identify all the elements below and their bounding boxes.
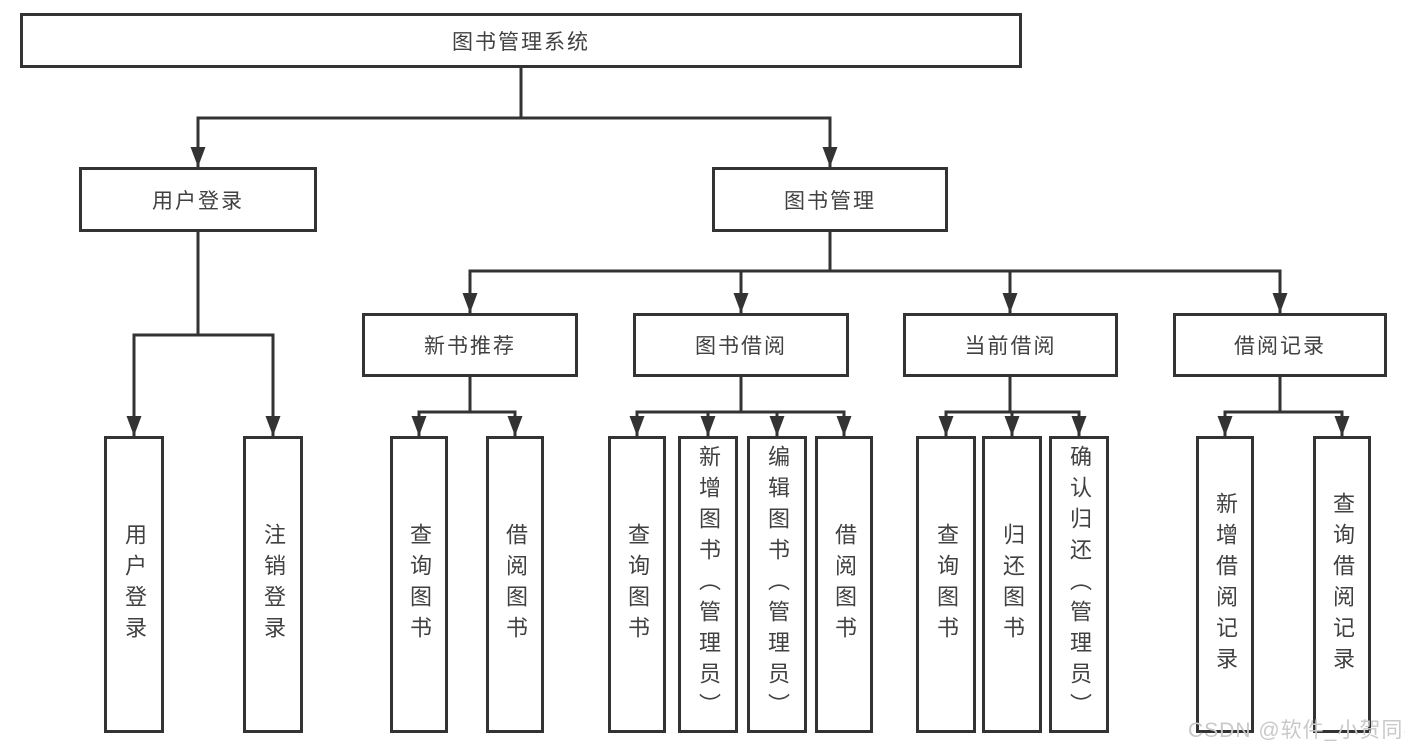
leaf-query-borrow-record: 查询借阅记录 bbox=[1313, 436, 1371, 733]
node-label: 新书推荐 bbox=[424, 335, 516, 358]
node-current-borrowing: 当前借阅 bbox=[903, 313, 1118, 377]
node-user-login: 用户登录 bbox=[79, 167, 317, 232]
leaf-borrow-books-recommend: 借阅图书 bbox=[486, 436, 544, 733]
leaf-label: 归还图书 bbox=[1000, 522, 1025, 647]
node-borrowing-records: 借阅记录 bbox=[1173, 313, 1387, 377]
node-new-book-recommendation: 新书推荐 bbox=[362, 313, 578, 377]
leaf-add-books-admin: 新增图书（管理员） bbox=[678, 436, 738, 733]
leaf-query-books-borrow: 查询图书 bbox=[608, 436, 666, 733]
leaf-confirm-return-admin: 确认归还（管理员） bbox=[1049, 436, 1109, 733]
leaf-label: 用户登录 bbox=[122, 522, 147, 647]
leaf-query-books-recommend: 查询图书 bbox=[390, 436, 448, 733]
leaf-label: 新增图书（管理员） bbox=[696, 445, 721, 724]
leaf-label: 借阅图书 bbox=[832, 522, 857, 647]
leaf-borrow-books: 借阅图书 bbox=[815, 436, 873, 733]
leaf-label: 确认归还（管理员） bbox=[1067, 445, 1092, 724]
node-library-management-system: 图书管理系统 bbox=[20, 13, 1022, 68]
leaf-edit-books-admin: 编辑图书（管理员） bbox=[747, 436, 807, 733]
watermark: CSDN @软件_小贺同学 bbox=[1188, 719, 1405, 742]
leaf-label: 查询借阅记录 bbox=[1330, 491, 1355, 678]
leaf-label: 注销登录 bbox=[261, 522, 286, 647]
leaf-logout: 注销登录 bbox=[243, 436, 303, 733]
leaf-label: 借阅图书 bbox=[503, 522, 528, 647]
node-book-management: 图书管理 bbox=[712, 167, 948, 232]
node-label: 图书借阅 bbox=[695, 335, 787, 358]
leaf-label: 新增借阅记录 bbox=[1213, 491, 1238, 678]
node-label: 借阅记录 bbox=[1234, 335, 1326, 358]
leaf-query-books-current: 查询图书 bbox=[916, 436, 976, 733]
node-label: 图书管理 bbox=[784, 189, 876, 213]
leaf-label: 查询图书 bbox=[934, 522, 959, 647]
leaf-label: 查询图书 bbox=[407, 522, 432, 647]
node-label: 用户登录 bbox=[152, 189, 244, 213]
leaf-label: 编辑图书（管理员） bbox=[765, 445, 790, 724]
leaf-label: 查询图书 bbox=[625, 522, 650, 647]
leaf-user-login: 用户登录 bbox=[104, 436, 164, 733]
node-book-borrowing: 图书借阅 bbox=[633, 313, 849, 377]
node-label: 图书管理系统 bbox=[452, 30, 590, 54]
leaf-add-borrow-record: 新增借阅记录 bbox=[1196, 436, 1254, 733]
leaf-return-books: 归还图书 bbox=[982, 436, 1042, 733]
node-label: 当前借阅 bbox=[964, 335, 1057, 358]
